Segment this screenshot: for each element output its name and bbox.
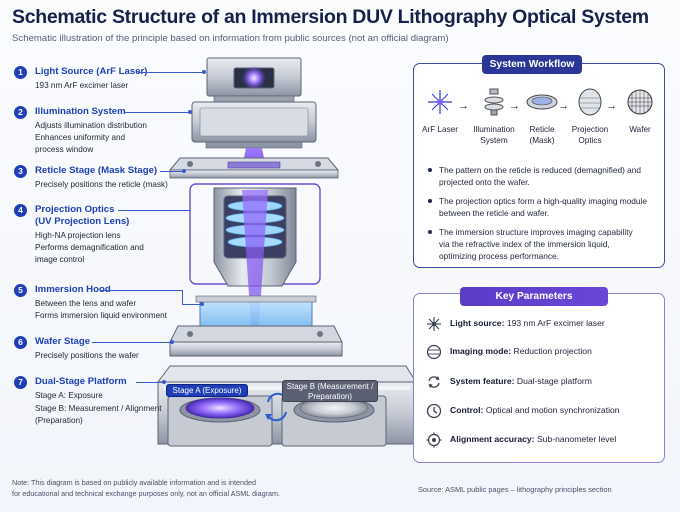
callout-description: Forms immersion liquid environment <box>35 311 167 320</box>
callout-description: Performs demagnification and <box>35 243 144 252</box>
callout-number: 4 <box>14 204 27 217</box>
workflow-arrow: → <box>509 100 520 112</box>
leader-dot <box>170 340 174 344</box>
workflow-bullet: The pattern on the reticle is reduced (d… <box>428 164 658 188</box>
callout-description: process window <box>35 145 94 154</box>
callout-description: Adjusts illumination distribution <box>35 121 147 130</box>
callout-heading-line2: (UV Projection Lens) <box>35 216 130 227</box>
page-subtitle: Schematic illustration of the principle … <box>12 33 449 44</box>
param-text: System feature: Dual-stage platform <box>450 376 592 386</box>
workflow-arrow: → <box>606 100 617 112</box>
callout-heading: Illumination System <box>35 106 126 117</box>
callout-description: Between the lens and wafer <box>35 299 137 308</box>
bullet-dot <box>428 168 432 172</box>
leader-line <box>182 304 202 305</box>
leader-line-vertical <box>182 290 183 304</box>
callout-heading: Wafer Stage <box>35 336 91 347</box>
projection-optics-icon <box>578 88 602 116</box>
callout-number: 6 <box>14 336 27 349</box>
bullet-dot <box>428 230 432 234</box>
leader-line <box>136 382 164 383</box>
workflow-step: Reticle(Mask) <box>529 125 555 145</box>
bullet-dot <box>428 199 432 203</box>
callout-number: 7 <box>14 376 27 389</box>
callout-description: Stage B: Measurement / Alignment <box>35 404 162 413</box>
callout-description: 193 nm ArF excimer laser <box>35 81 129 90</box>
system-workflow-title: System Workflow <box>482 55 582 74</box>
callout-heading: Light Source (ArF Laser) <box>35 66 148 77</box>
param-text: Imaging mode: Reduction projection <box>450 346 592 356</box>
clock-icon <box>426 403 442 419</box>
leader-dot <box>200 302 204 306</box>
callout-number: 3 <box>14 165 27 178</box>
workflow-step: Wafer <box>629 125 651 134</box>
callout-number: 5 <box>14 284 27 297</box>
leader-line <box>138 72 204 73</box>
leader-line <box>118 210 190 211</box>
workflow-icons <box>428 88 653 116</box>
workflow-arrow: → <box>458 100 469 112</box>
source-note: Source: ASML public pages – lithography … <box>418 485 612 494</box>
callout-description: image control <box>35 255 85 264</box>
callout-description: Precisely positions the reticle (mask) <box>35 180 168 189</box>
callout-heading: Projection Optics <box>35 204 115 215</box>
leader-dot <box>162 380 166 384</box>
leader-dot <box>202 70 206 74</box>
leader-dot <box>188 110 192 114</box>
workflow-step: ArF Laser <box>422 125 458 134</box>
param-text: Light source: 193 nm ArF excimer laser <box>450 318 605 328</box>
param-text: Alignment accuracy: Sub-nanometer level <box>450 434 617 444</box>
illumination-icon <box>484 88 504 116</box>
stage-a-label: Stage A (Exposure) <box>166 384 248 397</box>
callout-heading: Dual-Stage Platform <box>35 376 127 387</box>
page-title: Schematic Structure of an Immersion DUV … <box>12 6 649 28</box>
workflow-bullet: The immersion structure improves imaging… <box>428 226 658 262</box>
laser-star-icon <box>427 317 441 331</box>
laser-star-icon <box>428 90 452 114</box>
stage-b-label: Stage B (Measurement /Preparation) <box>282 380 378 402</box>
workflow-bullet: The projection optics form a high-qualit… <box>428 195 658 219</box>
leader-line <box>100 290 182 291</box>
cycle-arrows-icon <box>428 376 440 388</box>
callout-description: High-NA projection lens <box>35 231 121 240</box>
callout-description: Enhances uniformity and <box>35 133 126 142</box>
leader-dot <box>182 169 186 173</box>
callout-number: 1 <box>14 66 27 79</box>
leader-line <box>160 171 184 172</box>
wafer-icon <box>627 89 653 115</box>
key-parameters-title: Key Parameters <box>460 287 608 306</box>
callout-description: Precisely positions the wafer <box>35 351 139 360</box>
callout-heading: Reticle Stage (Mask Stage) <box>35 165 158 176</box>
footnote: Note: This diagram is based on publicly … <box>12 478 280 498</box>
workflow-arrow: → <box>558 100 569 112</box>
leader-line <box>124 112 190 113</box>
leader-line <box>92 342 172 343</box>
callout-description: (Preparation) <box>35 416 83 425</box>
param-text: Control: Optical and motion synchronizat… <box>450 405 620 415</box>
callout-heading: Immersion Hood <box>35 284 111 295</box>
lens-icon <box>426 344 442 360</box>
key-parameters-panel <box>413 293 665 463</box>
callout-description: Stage A: Exposure <box>35 391 103 400</box>
target-icon <box>426 432 442 448</box>
reticle-icon <box>526 94 558 110</box>
callout-number: 2 <box>14 106 27 119</box>
